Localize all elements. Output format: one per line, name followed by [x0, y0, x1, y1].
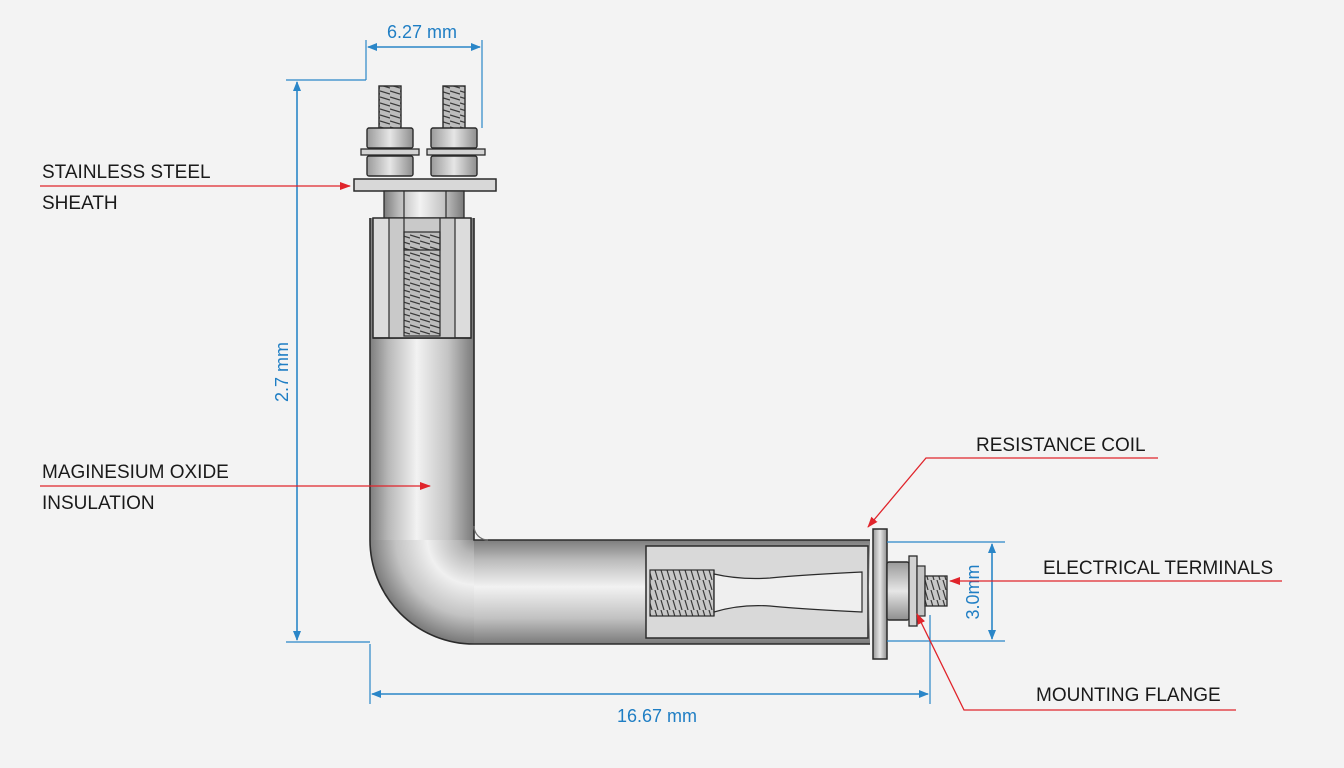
terminal-washer-2 [916, 565, 926, 617]
dim-flange-label: 3.0mm [963, 564, 983, 619]
resistance-coil-horizontal [649, 569, 715, 617]
terminal-nut [886, 561, 910, 621]
terminal-lower-nut-left [366, 155, 414, 177]
terminal-stud-right [442, 85, 466, 135]
terminal-lower-nut-right [430, 155, 478, 177]
horizontal-cutaway [645, 545, 869, 639]
label-insulation-line1: MAGINESIUM OXIDE [42, 462, 229, 483]
mounting-flange-assembly [872, 528, 948, 660]
dim-bottom-length-label: 16.67 mm [617, 706, 697, 726]
top-mounting-plate [353, 178, 497, 192]
top-stud-shaft [383, 190, 465, 220]
terminal-washer-left [360, 148, 420, 156]
terminal-washer [908, 555, 918, 627]
label-sheath-line1: STAINLESS STEEL [42, 162, 211, 183]
dim-height-label: 2.7 mm [272, 342, 292, 402]
dimension-lines [286, 40, 1005, 704]
dim-top-width-label: 6.27 mm [387, 22, 457, 42]
mounting-flange [872, 528, 888, 660]
top-terminals [353, 85, 497, 220]
label-electrical-terminals: ELECTRICAL TERMINALS [1043, 558, 1273, 579]
label-insulation-line2: INSULATION [42, 493, 155, 514]
terminal-washer-right [426, 148, 486, 156]
resistance-coil-vertical [403, 231, 441, 337]
tube-bend [370, 540, 474, 644]
terminal-stud-left [378, 85, 402, 135]
terminal-nut-right [430, 127, 478, 149]
leader-lines [40, 182, 1282, 711]
terminal-stud [924, 575, 948, 607]
terminal-nut-left [366, 127, 414, 149]
label-sheath-line2: SHEATH [42, 193, 118, 214]
leader-flange [916, 613, 1236, 711]
leader-coil [867, 457, 1158, 528]
terminal-pin-internal [713, 571, 863, 613]
label-mounting-flange: MOUNTING FLANGE [1036, 685, 1221, 706]
label-resistance-coil: RESISTANCE COIL [976, 435, 1146, 456]
vertical-cutaway [372, 217, 472, 339]
